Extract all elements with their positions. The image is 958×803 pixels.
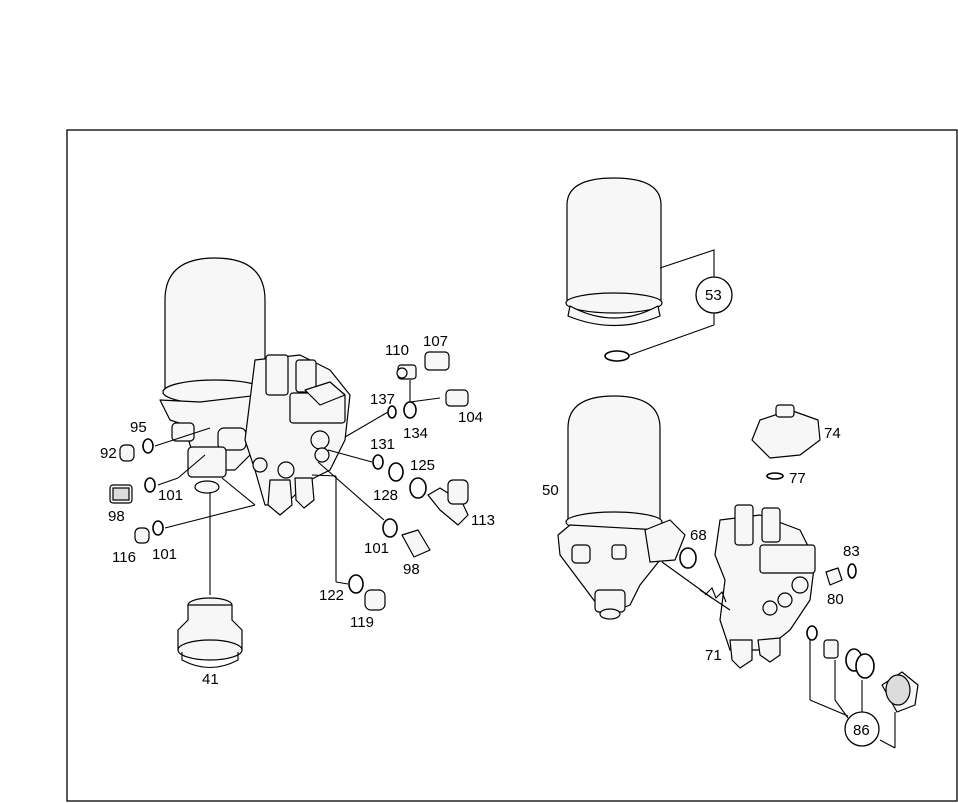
label-95: 95 [130, 419, 147, 436]
label-68: 68 [690, 527, 707, 544]
right-small-parts [679, 547, 919, 713]
label-74: 74 [824, 425, 841, 442]
label-113: 113 [471, 512, 495, 529]
label-86: 86 [853, 722, 870, 739]
left-small-parts [109, 351, 469, 611]
label-101-bottom: 101 [152, 546, 177, 563]
label-104: 104 [458, 409, 483, 426]
left-leader-lines [154, 380, 441, 595]
right-air-dryer-assembly [557, 395, 816, 669]
label-131: 131 [370, 436, 395, 453]
label-41: 41 [202, 671, 219, 688]
callout-circle-53 [695, 276, 733, 314]
label-80: 80 [827, 591, 844, 608]
label-119: 119 [350, 614, 374, 631]
part-74-valve [751, 404, 821, 480]
label-125: 125 [410, 457, 435, 474]
part-53-cartridge [565, 177, 663, 362]
label-107: 107 [423, 333, 448, 350]
label-137: 137 [370, 391, 395, 408]
part-41-silencer [177, 597, 243, 669]
label-92: 92 [100, 445, 117, 462]
label-50: 50 [542, 482, 559, 499]
label-110: 110 [385, 342, 409, 359]
label-116: 116 [112, 549, 136, 566]
label-134: 134 [403, 425, 428, 442]
right-leader-lines [629, 249, 896, 749]
label-77: 77 [789, 470, 806, 487]
label-122: 122 [319, 587, 344, 604]
label-128: 128 [373, 487, 398, 504]
callout-labels: 41 50 53 68 71 74 77 80 83 86 92 95 98 9… [100, 287, 870, 739]
label-83: 83 [843, 543, 860, 560]
callout-circle-86 [844, 711, 880, 747]
label-101-top: 101 [158, 487, 183, 504]
label-71: 71 [705, 647, 722, 664]
label-101-right: 101 [364, 540, 389, 557]
left-air-dryer-assembly [159, 257, 351, 516]
label-98-left: 98 [108, 508, 125, 525]
label-53: 53 [705, 287, 722, 304]
label-98-right: 98 [403, 561, 420, 578]
diagram-frame [66, 129, 958, 802]
